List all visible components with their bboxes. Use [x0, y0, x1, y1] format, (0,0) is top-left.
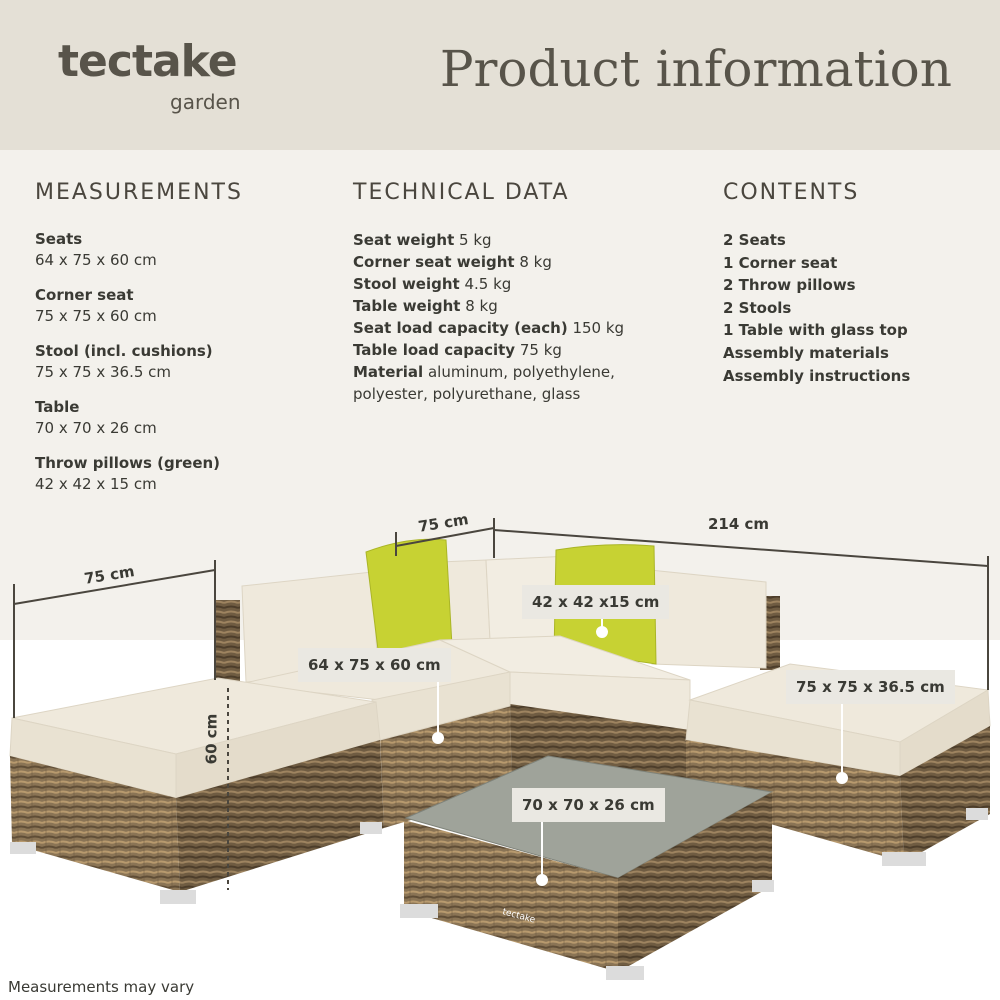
dimension-label-height: 60 cm [202, 713, 221, 765]
tech-value: 5 kg [459, 231, 492, 249]
contents-item: 1 Table with glass top [723, 321, 908, 340]
tech-value: aluminum, polyethylene, [427, 363, 615, 381]
tech-value: polyester, polyurethane, glass [353, 385, 581, 403]
measurement-item: Stool (incl. cushions) 75 x 75 x 36.5 cm [35, 341, 335, 383]
tech-label: Seat load capacity (each) [353, 319, 568, 337]
measurement-label: Throw pillows (green) [35, 454, 221, 472]
measurements-heading: MEASUREMENTS [35, 180, 243, 205]
stool-right-base-front [686, 740, 904, 862]
header-band [0, 0, 1000, 150]
pillow-size-tag: 42 x 42 x15 cm [522, 585, 670, 619]
tech-row: Seat weight 5 kg [353, 229, 683, 251]
table-foot [400, 904, 438, 918]
tech-value: 4.5 kg [464, 275, 512, 293]
tech-value: 150 kg [572, 319, 625, 337]
measurement-value: 42 x 42 x 15 cm [35, 475, 157, 493]
stool-left-foot [160, 890, 196, 904]
tech-row: Stool weight 4.5 kg [353, 273, 683, 295]
contents-heading: CONTENTS [723, 180, 860, 205]
dimension-line-corner-depth [395, 518, 495, 558]
tech-row: Table load capacity 75 kg [353, 339, 683, 361]
stool-right-base-side [900, 726, 990, 862]
measurement-item: Table 70 x 70 x 26 cm [35, 397, 335, 439]
contents-column: CONTENTS 2 Seats 1 Corner seat 2 Throw p… [723, 180, 983, 387]
page-title: Product information [439, 40, 952, 98]
tech-row: Material aluminum, polyethylene, [353, 361, 683, 383]
measurement-label: Corner seat [35, 286, 134, 304]
measurements-disclaimer: Measurements may vary [8, 978, 195, 996]
measurements-column: MEASUREMENTS Seats 64 x 75 x 60 cm Corne… [35, 180, 335, 509]
tech-label: Table load capacity [353, 341, 516, 359]
table-foot [606, 966, 644, 980]
contents-item: Assembly instructions [723, 366, 911, 385]
dimension-line-left-depth [13, 560, 216, 718]
dimension-line-total-width [493, 529, 989, 690]
stool-left-base-side [176, 740, 384, 892]
tech-value: 8 kg [519, 253, 552, 271]
table-base-front [404, 820, 618, 972]
measurement-item: Seats 64 x 75 x 60 cm [35, 229, 335, 271]
tech-label: Table weight [353, 297, 461, 315]
sofa-back-frame [215, 600, 240, 690]
tech-label: Seat weight [353, 231, 455, 249]
tech-row-continued: polyester, polyurethane, glass [353, 383, 683, 405]
stool-size-tag: 75 x 75 x 36.5 cm [786, 670, 955, 704]
stool-left-foot [360, 822, 382, 834]
tech-label: Stool weight [353, 275, 460, 293]
measurement-item: Throw pillows (green) 42 x 42 x 15 cm [35, 453, 335, 495]
contents-item: 1 Corner seat [723, 253, 838, 272]
measurement-label: Table [35, 398, 80, 416]
stool-right-foot [882, 852, 926, 866]
contents-item: 2 Stools [723, 298, 792, 317]
measurement-label: Seats [35, 230, 83, 248]
contents-item: 2 Seats [723, 231, 786, 249]
technical-column: TECHNICAL DATA Seat weight 5 kg Corner s… [353, 180, 683, 405]
brand-logo: tectake [58, 36, 238, 87]
pillow-left [365, 538, 453, 651]
brand-subtitle: garden [170, 90, 241, 114]
measurement-value: 70 x 70 x 26 cm [35, 419, 157, 437]
stool-left-base-front [10, 756, 180, 892]
tech-label: Corner seat weight [353, 253, 515, 271]
tech-row: Corner seat weight 8 kg [353, 251, 683, 273]
tech-row: Table weight 8 kg [353, 295, 683, 317]
seat-size-tag: 64 x 75 x 60 cm [298, 648, 451, 682]
table-foot [752, 880, 774, 892]
pointer-markers [432, 612, 848, 886]
table-size-tag: 70 x 70 x 26 cm [512, 788, 665, 822]
measurement-item: Corner seat 75 x 75 x 60 cm [35, 285, 335, 327]
contents-item: Assembly materials [723, 343, 889, 362]
measurement-label: Stool (incl. cushions) [35, 342, 213, 360]
measurement-value: 75 x 75 x 36.5 cm [35, 363, 172, 381]
stool-right-foot [966, 808, 988, 820]
contents-item: 2 Throw pillows [723, 276, 856, 295]
table-base-side [618, 792, 772, 972]
dimension-label-total-width: 214 cm [708, 515, 770, 533]
tech-value: 8 kg [465, 297, 498, 315]
tech-value: 75 kg [519, 341, 562, 359]
measurement-value: 64 x 75 x 60 cm [35, 251, 157, 269]
measurement-value: 75 x 75 x 60 cm [35, 307, 157, 325]
technical-heading: TECHNICAL DATA [353, 180, 570, 205]
stool-left-foot [10, 842, 36, 854]
tech-row: Seat load capacity (each) 150 kg [353, 317, 683, 339]
tech-label: Material [353, 363, 424, 381]
